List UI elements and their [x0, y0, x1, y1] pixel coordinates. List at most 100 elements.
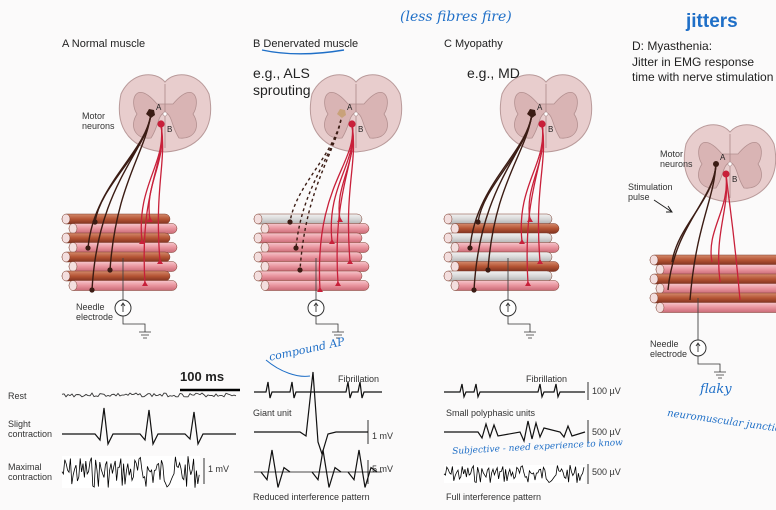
needle-electrode-label-a: Needle electrode — [76, 302, 114, 322]
muscle-fiber-end — [649, 254, 659, 266]
neuron-a-label: A — [156, 103, 162, 112]
endplate-b — [329, 239, 335, 244]
muscle-fiber-end — [61, 213, 71, 225]
row-label-rest: Rest — [8, 391, 27, 401]
endplate-a — [89, 287, 95, 293]
neuron-a-label: A — [720, 153, 726, 162]
muscle-fiber — [260, 280, 370, 291]
panel-a-title: A Normal muscle — [62, 38, 146, 50]
central-canal — [727, 161, 733, 167]
neuron-a-body — [527, 109, 536, 118]
trace-b-reduced-unit — [347, 449, 378, 488]
electrode-arrow — [505, 302, 511, 312]
motor-axon-b — [143, 123, 163, 285]
motor-neurons-label-a: Motor neurons — [82, 111, 115, 131]
neuron-b-label: B — [732, 175, 737, 184]
emg-traces — [61, 371, 589, 488]
scale-b1: 1 mV — [372, 431, 394, 441]
motor-axon-b — [318, 123, 354, 291]
muscle-fiber — [450, 261, 560, 272]
muscle-fiber-end — [260, 261, 270, 272]
motor-axon-b — [725, 173, 741, 301]
endplate-a — [467, 245, 473, 251]
panel-b-title: B Denervated muscle — [253, 38, 359, 50]
muscle-fiber-end — [443, 251, 453, 263]
stimulation-pulse-label: Stimulation pulse — [628, 182, 673, 202]
row-label-maximal: Maximal contraction — [8, 462, 53, 482]
compound-ap-arrow — [265, 359, 311, 377]
muscle-fiber-end — [443, 213, 453, 225]
neuron-b-body — [538, 120, 546, 128]
endplate-a — [471, 287, 477, 293]
central-canal — [162, 111, 168, 117]
muscle-fiber — [260, 223, 370, 234]
fibrillation-label-b: Fibrillation — [338, 374, 380, 384]
fibrillation-label-c: Fibrillation — [526, 374, 568, 384]
muscle-fiber — [450, 223, 560, 234]
panel-c-diagram: AB — [443, 74, 593, 339]
scale-c2: 500 µV — [592, 427, 621, 437]
timescale-label: 100 ms — [180, 369, 225, 384]
muscle-fiber — [253, 251, 363, 263]
motor-axon-a — [91, 113, 152, 291]
muscle-fiber — [260, 242, 370, 253]
annotation-flaky: flaky — [700, 382, 732, 397]
panel-b-diagram: AB — [253, 74, 403, 339]
muscle-fiber-end — [260, 242, 270, 253]
central-canal — [353, 111, 359, 117]
muscle-fiber — [649, 292, 776, 304]
neuron-a-body — [337, 109, 346, 118]
motor-axon-a — [473, 113, 533, 291]
muscle-fiber-end — [655, 283, 665, 294]
muscle-fiber — [655, 283, 776, 294]
neuron-b-label: B — [358, 125, 363, 134]
full-pattern-label: Full interference pattern — [446, 492, 542, 502]
endplate-b — [525, 281, 531, 286]
endplate-b — [335, 281, 341, 286]
muscle-fiber — [61, 232, 171, 244]
endplate-a — [293, 245, 299, 251]
motor-axon-a — [667, 163, 717, 291]
endplate-a — [287, 219, 293, 225]
muscle-fiber-end — [443, 232, 453, 244]
endplate-b — [147, 217, 153, 222]
ground-symbol — [697, 356, 726, 379]
neuron-b-body — [348, 120, 356, 128]
panel-a-diagram: AB — [61, 74, 212, 339]
needle-electrode-label-d: Needle electrode — [650, 339, 688, 359]
trace-b-fibrillation — [254, 381, 382, 399]
muscle-fiber-end — [68, 261, 78, 272]
endplate-a — [107, 267, 113, 273]
endplate-b — [139, 239, 145, 244]
handwritten-marks — [261, 49, 345, 377]
neuron-a-body — [146, 109, 155, 118]
annotation-less-fibres: (less fibres fire) — [400, 9, 512, 25]
ground-symbol — [315, 316, 344, 339]
muscle-fiber — [260, 261, 370, 272]
muscle-fiber-end — [253, 213, 263, 225]
muscle-fiber — [61, 270, 171, 282]
underline-annotation — [261, 49, 345, 55]
muscle-fiber-end — [253, 232, 263, 244]
muscle-fiber — [450, 242, 560, 253]
small-polyphasic-label: Small polyphasic units — [446, 408, 536, 418]
scale-a: 1 mV — [208, 464, 230, 474]
trace-b-reduced-unit — [311, 449, 342, 488]
muscle-fiber-end — [450, 280, 460, 291]
endplate-b — [157, 259, 163, 264]
annotation-jitters: jitters — [686, 11, 738, 32]
electrode-arrow — [695, 342, 701, 352]
muscle-fiber-end — [450, 242, 460, 253]
endplate-b — [142, 281, 148, 286]
scale-c1: 100 µV — [592, 386, 621, 396]
muscle-fiber-end — [68, 280, 78, 291]
trace-a-maximal — [61, 456, 200, 488]
trace-c-fibrillation — [444, 383, 585, 399]
muscle-fiber-end — [61, 232, 71, 244]
stimulation-arrow — [653, 199, 673, 213]
giant-unit-label: Giant unit — [253, 408, 292, 418]
muscle-fiber-end — [450, 261, 460, 272]
endplate-b — [519, 239, 525, 244]
trace-c-full — [443, 464, 585, 484]
muscle-fiber — [450, 280, 560, 291]
